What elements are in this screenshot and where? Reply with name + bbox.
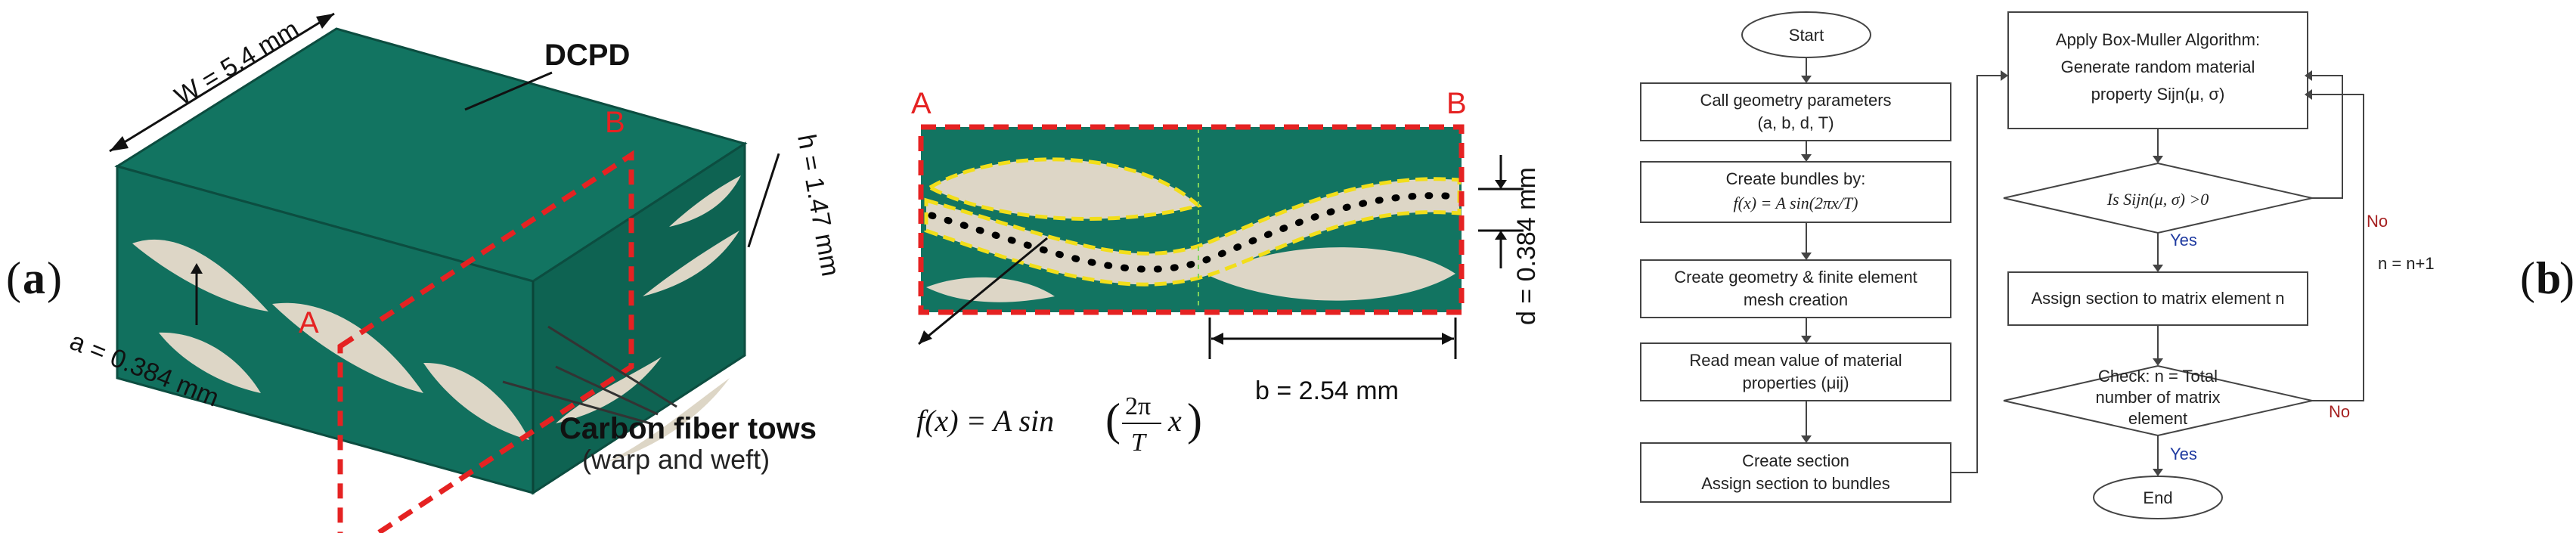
panel-label-a-text: a: [23, 253, 45, 303]
fc-decision-1: Is Sijn(μ, σ) >0: [2003, 162, 2313, 234]
formula-callout: f(x) = A sin ( 2π T x ): [916, 237, 1202, 457]
fc-step-6-line-3: property Sijn(μ, σ): [2091, 85, 2225, 104]
tows-sub-label: (warp and weft): [582, 444, 770, 475]
formula-numerator: 2π: [1125, 392, 1151, 420]
section-point-b: B: [1446, 87, 1467, 120]
svg-text:): ): [2559, 253, 2574, 303]
fc-step-6: Apply Box-Muller Algorithm: Generate ran…: [2007, 11, 2308, 129]
fc-decision-2-line-2: number of matrix: [2095, 388, 2220, 407]
fc-decision-2-line-1: Check: n = Total: [2098, 367, 2218, 386]
fc-step-2-line-1: Create bundles by:: [1726, 169, 1866, 188]
tow-right-2: [643, 231, 739, 296]
b-dimension: b = 2.54 mm: [1208, 318, 1457, 405]
svg-text:): ): [1187, 395, 1202, 445]
fc-increment-label: n = n+1: [2378, 254, 2435, 273]
fc-no-1: No: [2367, 212, 2388, 231]
fc-step-2-line-2: f(x) = A sin(2πx/T): [1734, 194, 1858, 212]
fc-step-3: Create geometry & finite element mesh cr…: [1640, 259, 1951, 318]
height-label: h = 1.47 mm: [792, 132, 845, 279]
svg-text:): ): [47, 253, 62, 303]
fc-step-3-line-2: mesh creation: [1744, 290, 1848, 309]
svg-text:(: (: [1105, 395, 1121, 445]
panel-label-b: ( b ): [2520, 253, 2574, 303]
fc-step-7: Assign section to matrix element n: [2007, 271, 2308, 326]
formula-denominator: T: [1131, 429, 1147, 457]
tow-front-2: [272, 302, 423, 393]
fc-step-7-label: Assign section to matrix element n: [2031, 289, 2284, 308]
section-border: [918, 124, 1465, 315]
fc-step-5-line-1: Create section: [1742, 451, 1849, 470]
right-face-tows: [556, 175, 741, 463]
formula-x: x: [1167, 404, 1182, 438]
d-label: d = 0.384 mm: [1512, 167, 1541, 325]
fc-step-2: Create bundles by: f(x) = A sin(2πx/T): [1640, 161, 1951, 223]
front-face-tows: [132, 239, 529, 440]
fc-decision-2: Check: n = Total number of matrix elemen…: [2003, 364, 2313, 437]
fc-no-2: No: [2329, 402, 2350, 421]
fc-connector-5-6: [1951, 75, 2005, 473]
fc-yes-2: Yes: [2170, 445, 2197, 463]
dcpd-label: DCPD: [544, 39, 630, 72]
tow-front-1: [132, 239, 268, 311]
fc-step-1: Call geometry parameters (a, b, d, T): [1640, 82, 1951, 141]
fc-step-6-line-2: Generate random material: [2061, 57, 2255, 76]
fc-end-label: End: [2143, 488, 2172, 507]
d-dimension: d = 0.384 mm: [1478, 155, 1541, 325]
panel-label-b-text: b: [2536, 253, 2561, 303]
tow-front-4: [159, 332, 261, 393]
tows-label: Carbon fiber tows: [560, 412, 817, 445]
cross-section: [918, 124, 1465, 315]
section-point-a: A: [911, 87, 932, 120]
fc-step-4: Read mean value of material properties (…: [1640, 342, 1951, 401]
fc-step-4-line-1: Read mean value of material: [1689, 351, 1902, 370]
tow-lower-right: [1210, 247, 1455, 301]
fc-decision-1-label: Is Sijn(μ, σ) >0: [2106, 190, 2209, 209]
formula-lhs: f(x) = A sin: [916, 404, 1054, 438]
fc-no-loop-2: [2308, 94, 2364, 401]
tow-front-3: [423, 362, 529, 440]
svg-text:(: (: [2520, 253, 2535, 303]
cut-plane-outline: [337, 150, 634, 533]
fc-end: End: [2093, 476, 2223, 519]
svg-text:(: (: [6, 253, 21, 303]
point-a-label: A: [299, 306, 319, 339]
tow-wavy: [924, 177, 1462, 287]
fc-step-1-line-1: Call geometry parameters: [1700, 91, 1891, 110]
height-dimension: h = 1.47 mm: [747, 132, 845, 279]
fc-start: Start: [1741, 11, 1871, 58]
fc-step-3-line-1: Create geometry & finite element: [1674, 268, 1917, 287]
tows-callout: Carbon fiber tows (warp and weft): [502, 325, 817, 475]
fc-decision-2-line-3: element: [2128, 409, 2187, 428]
fc-step-6-line-1: Apply Box-Muller Algorithm:: [2056, 30, 2260, 49]
b-label: b = 2.54 mm: [1255, 377, 1399, 405]
cut-plane: [337, 150, 634, 533]
tow-right-4: [669, 175, 741, 227]
fc-start-label: Start: [1789, 26, 1824, 45]
composite-block: A B: [114, 27, 748, 533]
fc-step-4-line-2: properties (μij): [1742, 373, 1849, 392]
panel-label-a: ( a ): [6, 253, 62, 303]
fc-step-5-line-2: Assign section to bundles: [1701, 474, 1890, 493]
dcpd-callout: DCPD: [464, 39, 630, 111]
flowchart: Start Call geometry parameters (a, b, d,…: [1640, 11, 2435, 519]
sine-center-line: [928, 192, 1462, 273]
fc-yes-1: Yes: [2170, 231, 2197, 249]
fc-step-1-line-2: (a, b, d, T): [1757, 113, 1834, 132]
point-b-label: B: [605, 106, 625, 139]
tow-right-1: [556, 357, 662, 423]
fc-no-loop-1: [2308, 75, 2343, 199]
tow-lower-left: [926, 277, 1055, 302]
fc-step-5: Create section Assign section to bundles: [1640, 442, 1951, 503]
